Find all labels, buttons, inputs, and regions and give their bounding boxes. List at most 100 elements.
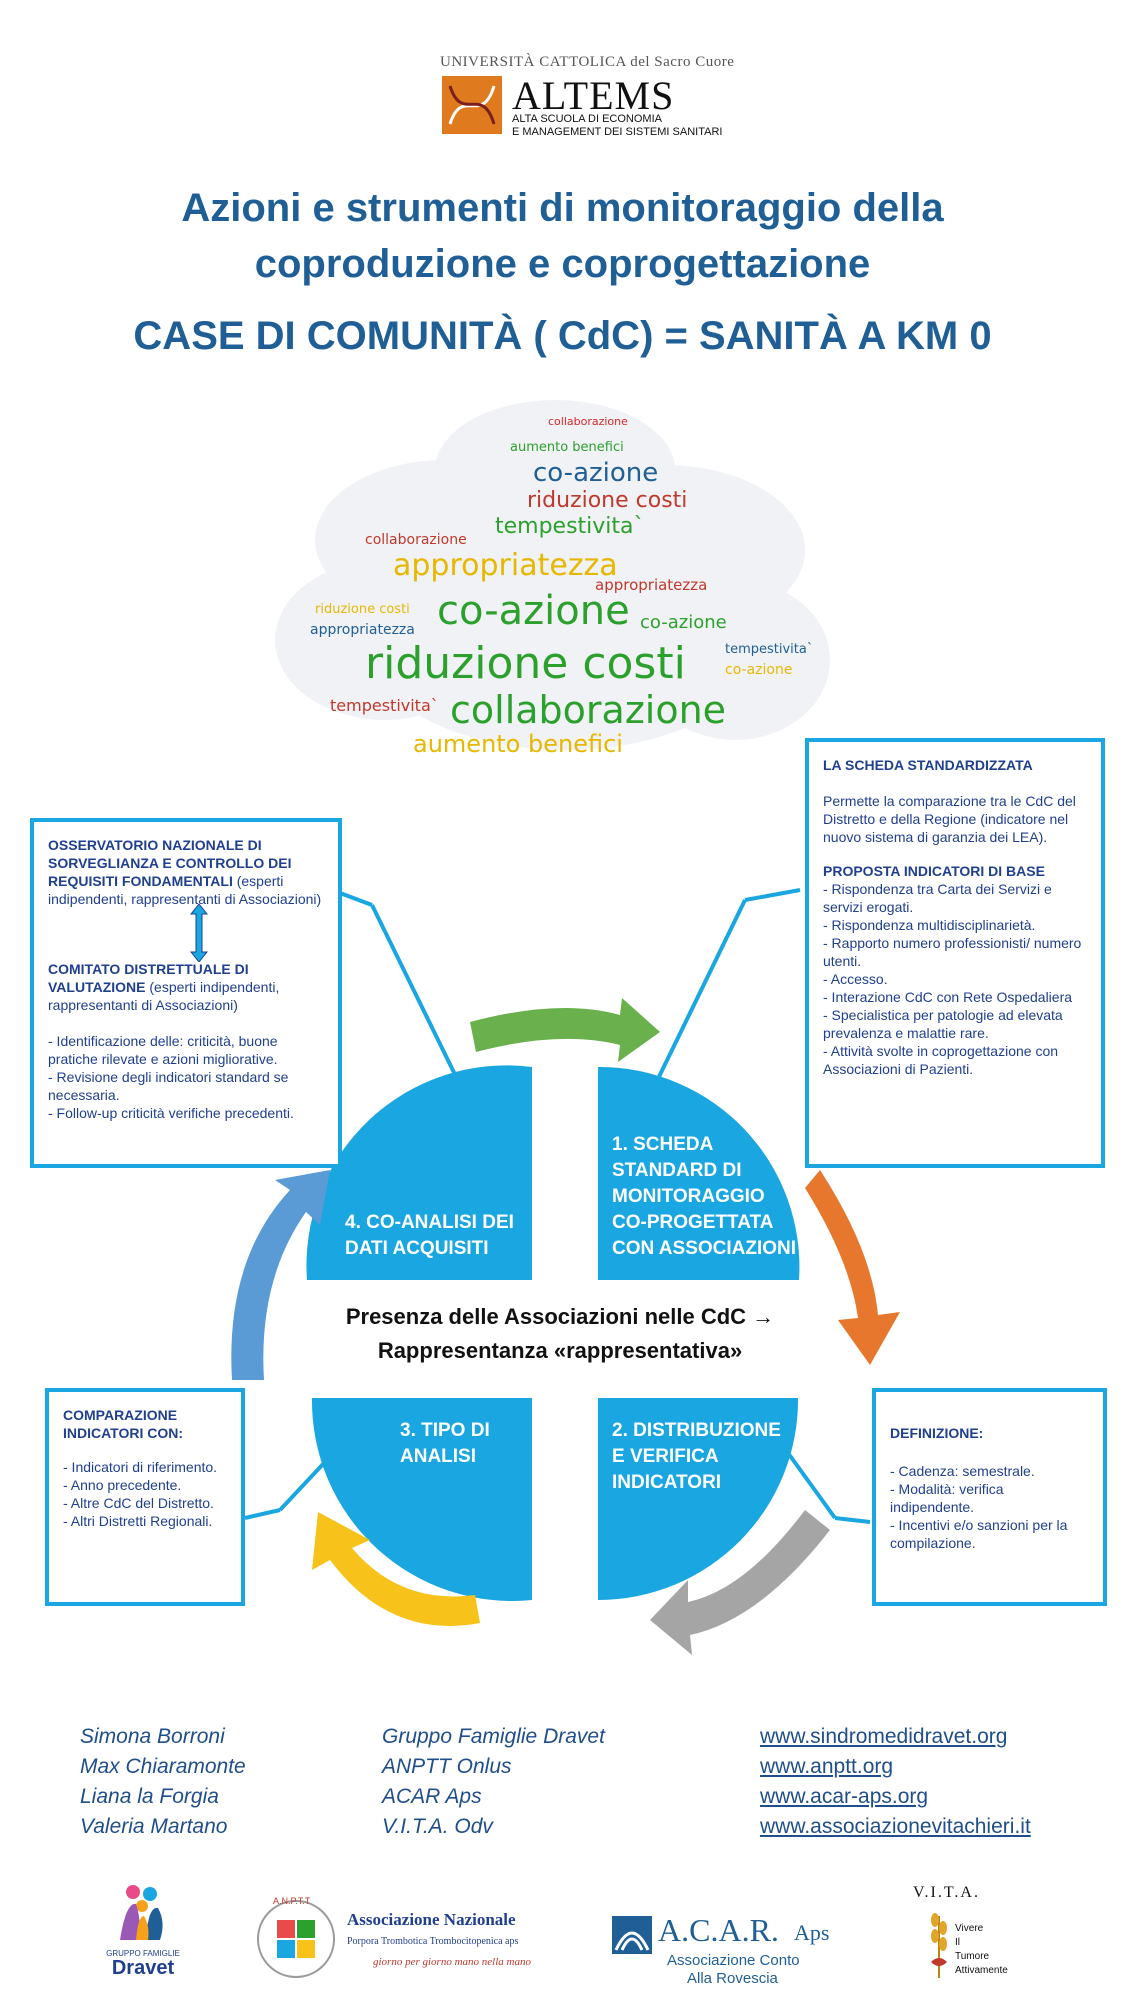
- page-title: Azioni e strumenti di monitoraggio della…: [0, 180, 1125, 292]
- list-item: - Revisione degli indicatori standard se…: [48, 1069, 289, 1103]
- title-line2: coproduzione e coprogettazione: [254, 242, 871, 286]
- vita-words: Vivere Il Tumore Attivamente: [955, 1922, 1008, 1978]
- list-item: - Rapporto numero professionisti/ numero…: [823, 935, 1082, 969]
- acar-subtitle-1: Associazione Conto: [667, 1952, 800, 1969]
- website-link[interactable]: www.sindromedidravet.org: [760, 1725, 1008, 1748]
- cloud-word: appropriatezza: [393, 548, 618, 583]
- acar-subtitle-2: Alla Rovescia: [687, 1970, 778, 1987]
- list-item: - Follow-up criticità verifiche preceden…: [48, 1105, 294, 1121]
- cloud-word: riduzione costi: [527, 488, 688, 513]
- list-item: - Indicatori di riferimento.: [63, 1459, 218, 1475]
- segment-1-shape: [598, 1066, 800, 1280]
- anptt-badge-text: A.N.P.T.T: [273, 1896, 311, 1906]
- vita-word: Attivamente: [955, 1965, 1008, 1976]
- cloud-word: co-azione: [533, 458, 659, 488]
- cloud-word: tempestivita`: [725, 642, 814, 657]
- list-item: - Specialistica per patologie ad elevata…: [823, 1007, 1063, 1041]
- cloud-word: riduzione costi: [315, 602, 410, 617]
- center-statement: Presenza delle Associazioni nelle CdC → …: [250, 1300, 870, 1368]
- box-comparison: COMPARAZIONE INDICATORI CON: - Indicator…: [45, 1388, 245, 1606]
- wheat-icon: [931, 1913, 947, 1978]
- list-item: - Identificazione delle: criticità, buon…: [48, 1033, 278, 1067]
- page-subtitle: CASE DI COMUNITÀ ( CdC) = SANITÀ A KM 0: [133, 314, 992, 358]
- title-line1: Azioni e strumenti di monitoraggio della: [181, 186, 944, 230]
- list-item: - Anno precedente.: [63, 1477, 182, 1493]
- altems-sub-line2: E MANAGEMENT DEI SISTEMI SANITARI: [512, 126, 723, 138]
- observatory-list: - Identificazione delle: criticità, buon…: [48, 1032, 324, 1122]
- website-link[interactable]: www.associazionevitachieri.it: [760, 1815, 1031, 1838]
- yellow-arrow-icon: [312, 1512, 480, 1626]
- cloud-word: collaborazione: [450, 688, 727, 732]
- vita-word: Vivere: [955, 1923, 984, 1934]
- observatory-rest: (esperti indipendenti, rappresentanti di…: [48, 873, 322, 907]
- segment-1-label: 1. SCHEDA STANDARD DI MONITORAGGIO CO-PR…: [612, 1134, 797, 1259]
- list-item: - Incentivi e/o sanzioni per la compilaz…: [890, 1517, 1068, 1551]
- anptt-subtitle: Porpora Trombotica Trombocitopenica aps: [347, 1936, 519, 1947]
- segment-3-shape: [311, 1398, 532, 1602]
- organizations-list: Gruppo Famiglie Dravet ANPTT Onlus ACAR …: [382, 1722, 605, 1842]
- double-arrow-icon: [189, 903, 324, 963]
- vita-word: Il: [955, 1937, 960, 1948]
- author-name: Max Chiaramonte: [80, 1755, 246, 1778]
- list-item: - Accesso.: [823, 971, 888, 987]
- indicators-heading: PROPOSTA INDICATORI DI BASE: [823, 863, 1045, 879]
- list-item: - Interazione CdC con Rete Ospedaliera: [823, 989, 1073, 1005]
- standard-form-heading: LA SCHEDA STANDARDIZZATA: [823, 757, 1033, 773]
- dravet-big-text: Dravet: [111, 1957, 175, 1979]
- cycle-diagram: [231, 888, 900, 1655]
- list-item: - Altre CdC del Distretto.: [63, 1495, 214, 1511]
- cloud-word: aumento benefici: [413, 730, 623, 758]
- standard-form-text: Permette la comparazione tra le CdC del …: [823, 793, 1076, 845]
- segment-3-label: 3. TIPO DI ANALISI: [400, 1420, 490, 1467]
- anptt-motto: giorno per giorno mano nella mano: [373, 1956, 531, 1968]
- cloud-word: aumento benefici: [510, 440, 624, 455]
- author-name: Simona Borroni: [80, 1725, 225, 1748]
- cloud-word: appropriatezza: [595, 576, 708, 594]
- segment-2-label: 2. DISTRIBUZIONE E VERIFICA INDICATORI: [612, 1420, 781, 1493]
- definition-heading: DEFINIZIONE:: [890, 1425, 984, 1441]
- list-item: - Cadenza: semestrale.: [890, 1463, 1035, 1479]
- vita-word: Tumore: [955, 1951, 990, 1962]
- organization-name: ACAR Aps: [382, 1785, 482, 1808]
- cloud-word: collaborazione: [548, 415, 628, 428]
- acar-aps: Aps: [794, 1920, 830, 1945]
- organization-name: Gruppo Famiglie Dravet: [382, 1725, 605, 1748]
- indicators-list: - Rispondenza tra Carta dei Servizi e se…: [823, 880, 1087, 1078]
- altems-subtitle: ALTA SCUOLA DI ECONOMIA E MANAGEMENT DEI…: [512, 113, 722, 139]
- cloud-word: tempestivita`: [330, 696, 439, 715]
- committee-rest: (esperti indipendenti, rappresentanti di…: [48, 979, 280, 1013]
- word-cloud: collaborazione aumento benefici co-azion…: [265, 390, 835, 765]
- university-name: UNIVERSITÀ CATTOLICA del Sacro Cuore: [440, 54, 735, 70]
- organization-name: V.I.T.A. Odv: [382, 1815, 493, 1838]
- dravet-people-icon: [120, 1885, 163, 1940]
- altems-brand: ALTEMS: [512, 73, 675, 118]
- dravet-small-text: GRUPPO FAMIGLIE: [106, 1949, 180, 1958]
- observatory-heading: OSSERVATORIO NAZIONALE DI SORVEGLIANZA E…: [48, 837, 292, 889]
- websites-list: www.sindromedidravet.org www.anptt.org w…: [760, 1722, 1031, 1842]
- comparison-list: - Indicatori di riferimento. - Anno prec…: [63, 1458, 227, 1530]
- cloud-word: co-azione: [725, 662, 793, 678]
- altems-sub-line1: ALTA SCUOLA DI ECONOMIA: [512, 113, 662, 125]
- anptt-logo: A.N.P.T.T Associazione Nazionale Porpora…: [255, 1896, 535, 1978]
- cloud-word: tempestivita`: [495, 514, 645, 539]
- organization-name: ANPTT Onlus: [382, 1755, 512, 1778]
- green-arrow-icon: [470, 998, 660, 1062]
- list-item: - Attività svolte in coprogettazione con…: [823, 1043, 1059, 1077]
- center-line1: Presenza delle Associazioni nelle CdC →: [345, 1304, 775, 1329]
- cloud-word: co-azione: [437, 588, 630, 634]
- website-link[interactable]: www.acar-aps.org: [760, 1785, 929, 1808]
- acar-emblem-icon: [612, 1916, 652, 1954]
- box-standard-form: LA SCHEDA STANDARDIZZATA Permette la com…: [805, 738, 1105, 1168]
- anptt-puzzle-icon: [257, 1900, 335, 1978]
- list-item: - Altri Distretti Regionali.: [63, 1513, 213, 1529]
- definition-list: - Cadenza: semestrale. - Modalità: verif…: [890, 1462, 1089, 1552]
- cloud-word: collaborazione: [365, 532, 467, 548]
- list-item: - Rispondenza tra Carta dei Servizi e se…: [823, 881, 1052, 915]
- cloud-word: riduzione costi: [365, 638, 686, 689]
- cloud-word: appropriatezza: [310, 622, 415, 638]
- author-name: Liana la Forgia: [80, 1785, 219, 1808]
- acar-logo: A.C.A.R. Aps Associazione Conto Alla Rov…: [612, 1912, 852, 1992]
- list-item: - Rispondenza multidisciplinarietà.: [823, 917, 1036, 933]
- segment-4-label: 4. CO-ANALISI DEI DATI ACQUISITI: [345, 1212, 514, 1259]
- website-link[interactable]: www.anptt.org: [760, 1755, 894, 1778]
